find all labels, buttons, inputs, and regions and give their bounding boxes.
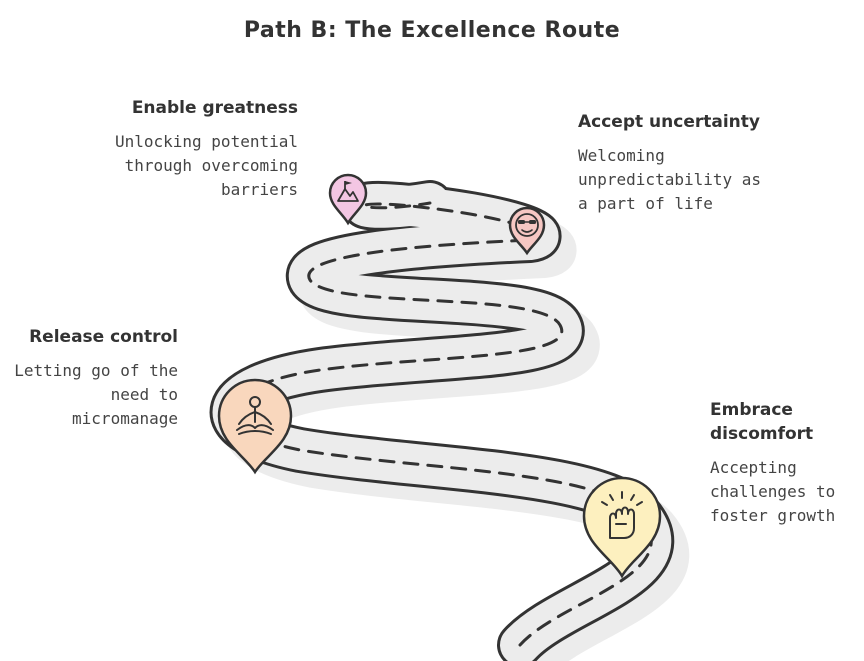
stage-heading: Accept uncertainty — [578, 112, 760, 132]
pin-accept-uncertainty — [508, 206, 546, 256]
stage-enable-greatness: Enable greatness Unlocking potential thr… — [80, 96, 298, 202]
sunglasses-face-icon — [515, 213, 539, 237]
stage-heading: Embrace discomfort — [710, 400, 814, 444]
stage-accept-uncertainty: Accept uncertainty Welcoming unpredictab… — [578, 110, 778, 216]
pin-embrace-discomfort — [582, 476, 662, 579]
page-title: Path B: The Excellence Route — [243, 18, 621, 43]
stage-description: Letting go of the need to micromanage — [14, 361, 178, 428]
meditation-person-icon — [236, 396, 274, 435]
stage-embrace-discomfort: Embrace discomfort Accepting challenges … — [710, 398, 860, 528]
mountain-flag-icon — [337, 181, 359, 202]
stage-description: Accepting challenges to foster growth — [710, 458, 836, 525]
stage-heading: Release control — [29, 327, 178, 347]
stage-description: Unlocking potential through overcoming b… — [114, 132, 298, 199]
pin-release-control — [217, 378, 293, 475]
raised-fist-icon — [601, 491, 643, 539]
stage-release-control: Release control Letting go of the need t… — [10, 325, 178, 431]
pin-enable-greatness — [328, 173, 368, 226]
stage-description: Welcoming unpredictability as a part of … — [578, 146, 762, 213]
stage-heading: Enable greatness — [131, 98, 298, 118]
